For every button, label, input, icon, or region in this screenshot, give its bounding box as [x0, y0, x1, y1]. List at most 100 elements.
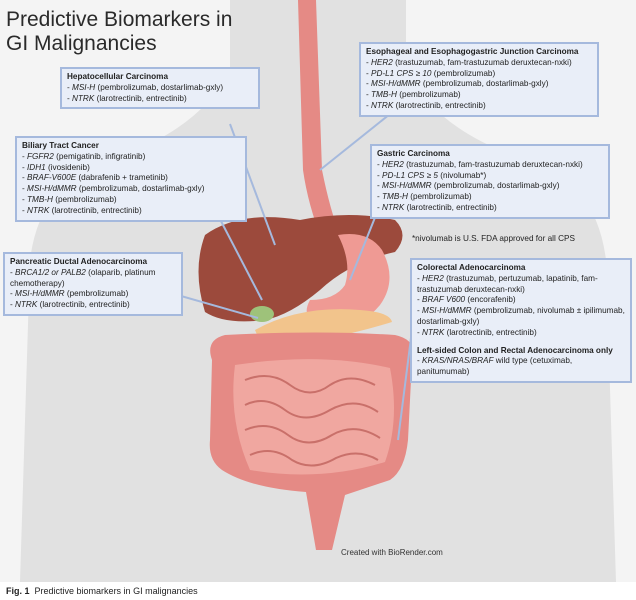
therapy-list: (trastuzumab, fam-trastuzumab deruxtecan…	[392, 57, 572, 67]
biomarker-item: - NTRK (larotrectinib, entrectinib)	[67, 94, 253, 105]
bullet-dash: -	[67, 82, 73, 92]
biomarker-item: - NTRK (larotrectinib, entrectinib)	[366, 101, 592, 112]
therapy-list: (larotrectinib, entrectinib)	[49, 205, 142, 215]
biomarker-item: - HER2 (trastuzumab, fam-trastuzumab der…	[366, 58, 592, 69]
biomarker-name: NTRK	[371, 100, 394, 110]
box-header: Esophageal and Esophagogastric Junction …	[366, 47, 579, 56]
therapy-list: (pembrolizumab)	[52, 194, 117, 204]
biomarker-item: - BRCA1/2 or PALB2 (olaparib, platinum c…	[10, 268, 176, 290]
figure-panel: Predictive Biomarkers in GI Malignancies…	[0, 0, 636, 582]
therapy-list: wild type (cetuximab, panitumumab)	[417, 356, 573, 377]
bullet-dash: -	[67, 93, 73, 103]
box-subheader: Left-sided Colon and Rectal Adenocarcino…	[417, 345, 613, 355]
bullet-dash: -	[377, 159, 383, 169]
biomarker-item: - PD-L1 CPS ≥ 5 (nivolumab*)	[377, 171, 603, 182]
biomarker-name: BRAF-V600E	[27, 173, 77, 183]
caption-text: Predictive biomarkers in GI malignancies	[34, 586, 198, 596]
stomach	[306, 234, 390, 326]
biomarker-name: HER2	[371, 57, 393, 67]
biomarker-item: - PD-L1 CPS ≥ 10 (pembrolizumab)	[366, 69, 592, 80]
biomarker-name: TMB-H	[371, 90, 397, 100]
figure-title-line-2: GI Malignancies	[6, 32, 157, 55]
bullet-dash: -	[417, 327, 423, 337]
biomarker-item: - FGFR2 (pemigatinib, infigratinib)	[22, 152, 240, 163]
biomarker-item: - NTRK (larotrectinib, entrectinib)	[22, 206, 240, 217]
bullet-dash: -	[22, 173, 28, 183]
biomarker-item: - KRAS/NRAS/BRAF wild type (cetuximab, p…	[417, 356, 625, 378]
biomarker-item: - TMB-H (pembrolizumab)	[366, 90, 592, 101]
therapy-list: (ivosidenib)	[45, 162, 90, 172]
therapy-list: (larotrectinib, entrectinib)	[94, 93, 187, 103]
biomarker-name: NTRK	[422, 327, 445, 337]
bullet-dash: -	[22, 205, 28, 215]
biomarker-name: TMB-H	[382, 192, 408, 202]
therapy-list: (larotrectinib, entrectinib)	[404, 202, 497, 212]
therapy-list: (pembrolizumab, nivolumab ± ipilimumab, …	[417, 306, 625, 326]
biomarker-name: MSI-H/dMMR	[422, 306, 472, 316]
biomarker-name: NTRK	[72, 93, 95, 103]
box-biliary-tract-cancer: Biliary Tract Cancer - FGFR2 (pemigatini…	[15, 136, 247, 222]
bullet-dash: -	[22, 162, 28, 172]
bullet-dash: -	[366, 100, 372, 110]
biomarker-name: MSI-H/dMMR	[371, 79, 421, 89]
therapy-list: (nivolumab*)	[437, 170, 487, 180]
box-gastric-carcinoma: Gastric Carcinoma - HER2 (trastuzumab, f…	[370, 144, 610, 219]
box-header: Pancreatic Ductal Adenocarcinoma	[10, 257, 148, 266]
biomarker-name: HER2	[422, 273, 444, 283]
bullet-dash: -	[377, 181, 383, 191]
box-header: Colorectal Adenocarcinoma	[417, 263, 526, 272]
biomarker-name: KRAS/NRAS/BRAF	[422, 356, 494, 366]
therapy-list: (pemigatinib, infigratinib)	[53, 151, 146, 161]
therapy-list: (olaparib, platinum chemotherapy)	[10, 267, 156, 288]
biomarker-name: PD-L1 CPS ≥ 5	[382, 170, 438, 180]
bullet-dash: -	[377, 192, 383, 202]
biomarker-item: - MSI-H/dMMR (pembrolizumab, nivolumab ±…	[417, 306, 625, 328]
biomarker-item: - BRAF-V600E (dabrafenib + trametinib)	[22, 173, 240, 184]
therapy-list: (pembrolizumab, dostarlimab-gxly)	[76, 184, 205, 194]
bullet-dash: -	[22, 184, 28, 194]
biomarker-item: - HER2 (trastuzumab, fam-trastuzumab der…	[377, 160, 603, 171]
biomarker-name: MSI-H/dMMR	[27, 184, 77, 194]
bullet-dash: -	[22, 194, 28, 204]
box-pancreatic-ductal-adenocarcinoma: Pancreatic Ductal Adenocarcinoma - BRCA1…	[3, 252, 183, 316]
biomarker-item: - TMB-H (pembrolizumab)	[377, 192, 603, 203]
biomarker-name: MSI-H/dMMR	[15, 289, 65, 299]
box-colorectal-adenocarcinoma: Colorectal Adenocarcinoma - HER2 (trastu…	[410, 258, 632, 383]
box-header: Gastric Carcinoma	[377, 149, 450, 158]
biomarker-name: TMB-H	[27, 194, 53, 204]
biomarker-item: - TMB-H (pembrolizumab)	[22, 195, 240, 206]
footnote-nivolumab: *nivolumab is U.S. FDA approved for all …	[412, 234, 575, 243]
biomarker-item: - MSI-H/dMMR (pembrolizumab, dostarlimab…	[366, 79, 592, 90]
therapy-list: (dabrafenib + trametinib)	[76, 173, 168, 183]
biomarker-name: MSI-H	[72, 82, 96, 92]
biomarker-item: - IDH1 (ivosidenib)	[22, 163, 240, 174]
biomarker-item: - HER2 (trastuzumab, pertuzumab, lapatin…	[417, 274, 625, 296]
box-header: Biliary Tract Cancer	[22, 141, 99, 150]
box-esophageal-carcinoma: Esophageal and Esophagogastric Junction …	[359, 42, 599, 117]
therapy-list: (pembrolizumab, dostarlimab-gxly)	[431, 181, 560, 191]
bullet-dash: -	[366, 57, 372, 67]
biomarker-item: - MSI-H/dMMR (pembrolizumab, dostarlimab…	[22, 184, 240, 195]
therapy-list: (pembrolizumab)	[396, 90, 461, 100]
box-hepatocellular-carcinoma: Hepatocellular Carcinoma - MSI-H (pembro…	[60, 67, 260, 110]
biomarker-name: BRCA1/2 or PALB2	[15, 267, 86, 277]
biomarker-item: - NTRK (larotrectinib, entrectinib)	[377, 203, 603, 214]
therapy-list: (encorafenib)	[465, 295, 516, 305]
small-intestine-loops	[244, 375, 381, 467]
figure-title-line-1: Predictive Biomarkers in	[6, 8, 233, 31]
biomarker-name: IDH1	[27, 162, 46, 172]
bullet-dash: -	[10, 300, 16, 310]
biomarker-name: FGFR2	[27, 151, 54, 161]
biomarker-item: - MSI-H/dMMR (pembrolizumab)	[10, 289, 176, 300]
bullet-dash: -	[417, 306, 423, 316]
bullet-dash: -	[417, 273, 423, 283]
biomarker-item: - MSI-H (pembrolizumab, dostarlimab-gxly…	[67, 83, 253, 94]
biomarker-name: NTRK	[382, 202, 405, 212]
esophagus	[298, 0, 340, 240]
therapy-list: (pembrolizumab)	[431, 68, 496, 78]
therapy-list: (pembrolizumab, dostarlimab-gxly)	[420, 79, 549, 89]
caption-label: Fig. 1	[6, 586, 30, 596]
biomarker-name: MSI-H/dMMR	[382, 181, 432, 191]
bullet-dash: -	[366, 90, 372, 100]
therapy-list: (trastuzumab, fam-trastuzumab deruxtecan…	[403, 159, 583, 169]
